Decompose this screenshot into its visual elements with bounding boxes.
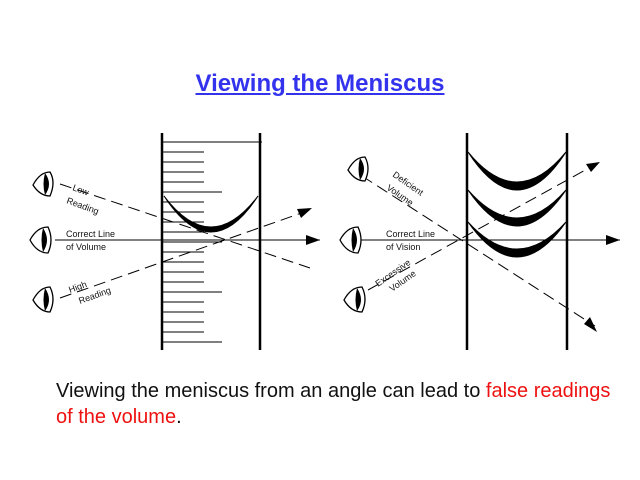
arrow-head (606, 235, 620, 245)
eye-icon (32, 171, 54, 197)
excessive-volume-sightline (367, 162, 599, 291)
right-cylinder (465, 133, 569, 350)
caption-end: . (176, 406, 182, 428)
high-reading-label: High (67, 279, 88, 295)
correct-volume-label: Correct Line (66, 229, 115, 239)
arrow-head (586, 162, 600, 172)
correct-volume-label: of Volume (66, 242, 106, 252)
meniscus-curve-middle (467, 189, 567, 227)
arrow-head (584, 317, 597, 332)
eye-icon (343, 286, 366, 313)
correct-vision-label: of Vision (386, 242, 420, 252)
low-reading-label: Reading (65, 195, 100, 216)
eye-icon (339, 226, 362, 254)
meniscus-curve-high (467, 151, 567, 191)
meniscus-curve (163, 195, 259, 233)
caption: Viewing the meniscus from an angle can l… (56, 378, 616, 430)
low-reading-sightline (59, 183, 311, 269)
caption-text: Viewing the meniscus from an angle can l… (56, 380, 486, 402)
graduation-marks (162, 151, 222, 343)
deficient-volume-sightline (361, 175, 596, 327)
arrow-head (306, 235, 320, 245)
eye-icon (32, 286, 54, 313)
meniscus-curve-low (467, 221, 567, 258)
eye-icon (29, 226, 52, 254)
caption-highlight: false readings of the volume (56, 380, 611, 428)
page-title: Viewing the Meniscus (195, 70, 445, 97)
low-reading-label: Low (71, 182, 90, 197)
high-reading-sightline (59, 209, 311, 299)
arrow-head (297, 208, 312, 218)
correct-vision-label: Correct Line (386, 229, 435, 239)
eye-icon (347, 156, 369, 182)
